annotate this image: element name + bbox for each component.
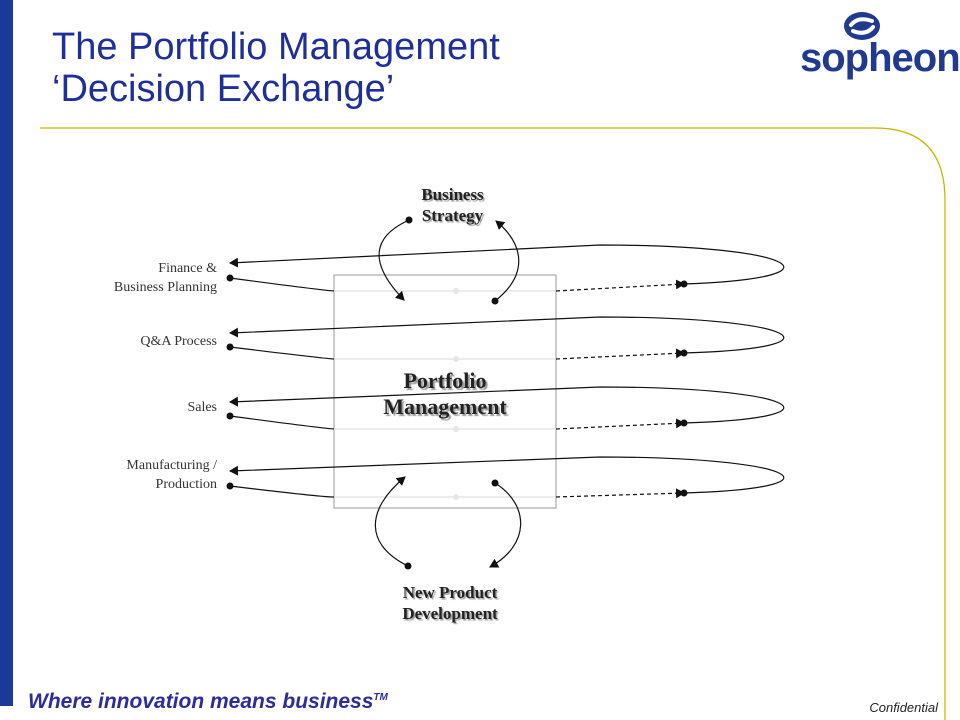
slide-title-line-2: ‘Decision Exchange’ (52, 68, 395, 110)
loop-sales (226, 386, 785, 432)
manufacturing-line-2: Production (155, 477, 217, 492)
finance-business-planning-label: Finance & Business Planning (114, 259, 217, 297)
business-strategy-label: Business Strategy (400, 184, 505, 226)
sopheon-logo-mark-icon (844, 12, 880, 40)
left-accent-bar (0, 0, 13, 706)
slide-title-line-1: The Portfolio Management (52, 26, 500, 68)
npd-line-2: Development (402, 604, 498, 623)
portfolio-management-line-1: Portfolio (403, 368, 487, 393)
finance-line-2: Business Planning (113, 280, 217, 295)
qa-line-1: Q&A Process (140, 334, 217, 349)
finance-line-1: Finance & (158, 261, 217, 276)
manufacturing-production-label: Manufacturing / Production (126, 456, 217, 494)
tagline-text: Where innovation means business (28, 690, 374, 713)
portfolio-management-box (333, 274, 557, 509)
business-strategy-line-2: Strategy (421, 206, 484, 225)
business-strategy-line-1: Business (421, 185, 484, 204)
sopheon-logo-text: sopheon (800, 36, 960, 80)
portfolio-management-line-2: Management (383, 394, 507, 419)
loop-finance (226, 244, 785, 294)
confidential-label: Confidential (869, 700, 938, 715)
business-strategy-arrows (378, 216, 520, 305)
sales-line-1: Sales (187, 400, 217, 415)
trademark-mark: TM (373, 692, 388, 703)
npd-arrows (374, 476, 522, 570)
portfolio-management-label: Portfolio Management (334, 368, 556, 420)
sales-label: Sales (187, 398, 217, 417)
qa-process-label: Q&A Process (140, 332, 217, 351)
npd-line-1: New Product (402, 583, 498, 602)
loop-manufacturing (226, 456, 785, 500)
header-rule (40, 127, 946, 720)
loop-qa (226, 316, 785, 362)
tagline: Where innovation means businessTM (28, 690, 388, 714)
new-product-development-label: New Product Development (380, 582, 520, 624)
manufacturing-line-1: Manufacturing / (126, 458, 217, 473)
